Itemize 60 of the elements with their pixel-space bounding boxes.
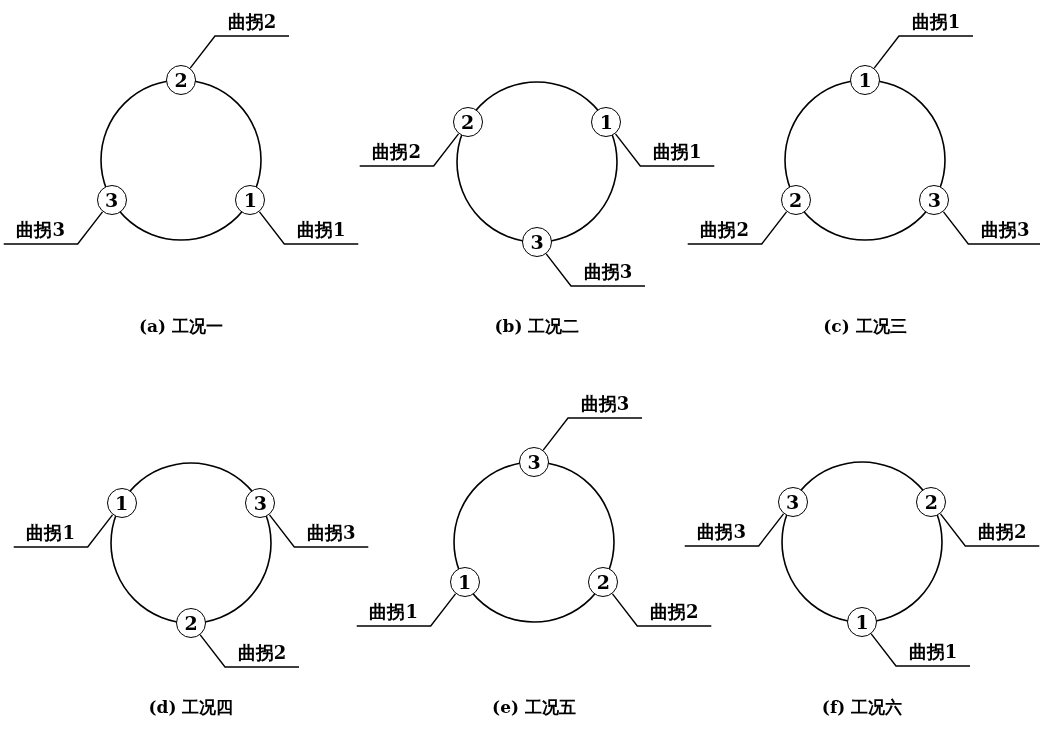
caption: (a) 工况一 [139, 315, 223, 338]
crank-label: 曲拐3 [570, 393, 640, 417]
leader-line [542, 417, 643, 451]
caption: (d) 工况四 [148, 696, 234, 719]
numbered-circle: 2 [166, 65, 196, 95]
leader-line [3, 211, 104, 245]
crank-label: 曲拐2 [639, 601, 710, 625]
leader-line [614, 133, 715, 167]
numbered-circle: 1 [235, 185, 266, 215]
numbered-circle: 2 [588, 567, 619, 597]
crank-label: 曲拐1 [898, 641, 968, 665]
caption: (e) 工况五 [492, 696, 576, 719]
leader-line [684, 513, 785, 547]
crank-label: 曲拐1 [286, 219, 357, 243]
numbered-circle: 2 [916, 487, 947, 517]
numbered-circle: 3 [777, 487, 808, 517]
crank-label: 曲拐2 [689, 219, 760, 243]
leader-line [687, 211, 788, 245]
leader-line [873, 35, 974, 69]
crank-label: 曲拐2 [217, 11, 287, 35]
crank-label: 曲拐1 [642, 141, 713, 165]
numbered-circle: 1 [850, 65, 880, 95]
numbered-circle: 2 [780, 185, 811, 215]
numbered-circle: 3 [96, 185, 127, 215]
leader-line [545, 253, 646, 287]
crank-label: 曲拐1 [15, 522, 86, 546]
numbered-circle: 1 [449, 567, 480, 597]
leader-line [870, 633, 971, 667]
leader-line [939, 513, 1040, 547]
numbered-circle: 1 [847, 607, 877, 637]
numbered-circle: 3 [919, 185, 950, 215]
crank-label: 曲拐3 [686, 521, 757, 545]
caption: (c) 工况三 [823, 315, 907, 338]
numbered-circle: 2 [176, 608, 206, 638]
leader-line [942, 211, 1040, 245]
numbered-circle: 2 [452, 107, 483, 137]
crank-label: 曲拐3 [5, 219, 76, 243]
numbered-circle: 3 [245, 488, 276, 518]
numbered-circle: 1 [591, 107, 622, 137]
leader-line [258, 211, 359, 245]
crank-label: 曲拐3 [573, 261, 643, 285]
crank-label: 曲拐3 [970, 219, 1040, 243]
crank-label: 曲拐2 [361, 141, 432, 165]
numbered-circle: 3 [519, 447, 549, 477]
crank-label: 曲拐1 [901, 11, 971, 35]
crank-label: 曲拐2 [967, 521, 1038, 545]
numbered-circle: 3 [522, 227, 552, 257]
crank-label: 曲拐2 [227, 642, 297, 666]
crank-label: 曲拐1 [358, 601, 429, 625]
caption: (f) 工况六 [821, 696, 903, 719]
leader-line [611, 593, 712, 627]
leader-line [356, 593, 457, 627]
leader-line [199, 634, 300, 668]
leader-line [359, 133, 460, 167]
numbered-circle: 1 [106, 488, 137, 518]
leader-line [189, 35, 290, 69]
leader-line [268, 514, 369, 548]
crank-label: 曲拐3 [296, 522, 367, 546]
leader-line [13, 514, 114, 548]
caption: (b) 工况二 [494, 315, 580, 338]
